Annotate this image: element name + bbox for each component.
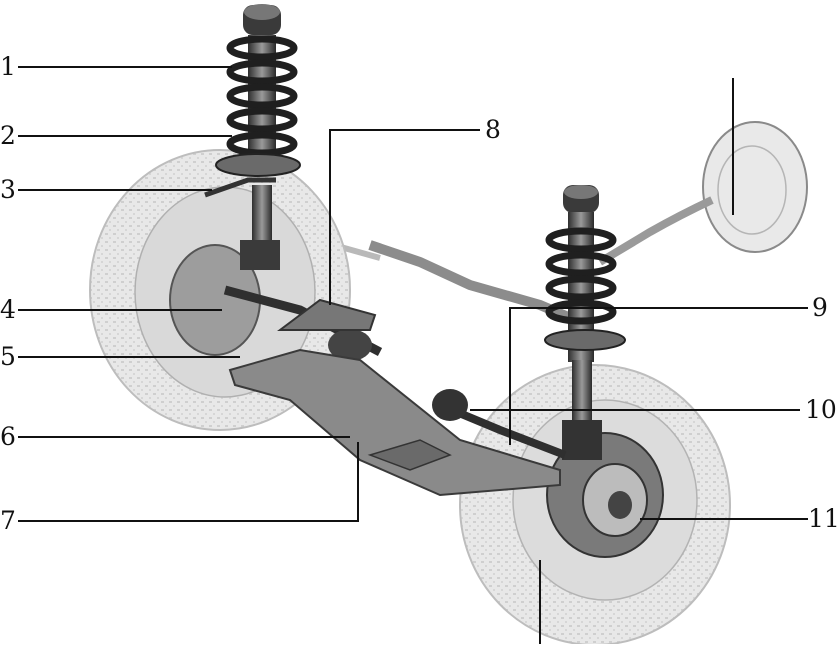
right-wheel <box>459 364 731 646</box>
drive-shafts <box>223 285 567 459</box>
callout-8: 8 <box>485 115 501 144</box>
callout-2: 2 <box>0 121 16 150</box>
subframe <box>228 298 561 497</box>
right-strut <box>544 185 626 460</box>
callout-4: 4 <box>0 295 16 324</box>
callout-7: 7 <box>0 506 16 535</box>
callout-3: 3 <box>0 175 16 204</box>
callout-10: 10 <box>805 395 837 424</box>
callout-5: 5 <box>0 342 16 371</box>
callout-6: 6 <box>0 422 16 451</box>
left-strut <box>204 4 301 270</box>
callout-11: 11 <box>808 504 837 533</box>
steering-wheel <box>597 121 808 266</box>
callout-9: 9 <box>812 293 828 322</box>
callout-1: 1 <box>0 52 16 81</box>
leader-lines <box>18 66 808 644</box>
